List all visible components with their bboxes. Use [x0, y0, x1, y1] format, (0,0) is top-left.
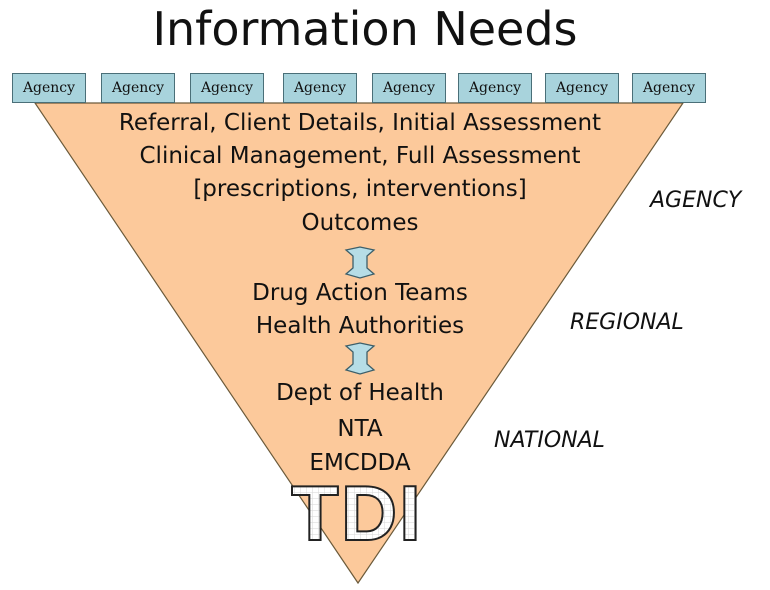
- level-label-national: NATIONAL: [494, 428, 605, 453]
- tdi-logo: TDI: [290, 474, 423, 548]
- agency-box: Agency: [283, 73, 357, 103]
- agency-box: Agency: [372, 73, 446, 103]
- national-line: Dept of Health: [276, 380, 444, 406]
- agency-box: Agency: [101, 73, 175, 103]
- svg-text:TDI: TDI: [291, 474, 423, 548]
- agency-line: Clinical Management, Full Assessment: [139, 143, 581, 169]
- double-arrow-icon: [344, 342, 376, 375]
- national-line: EMCDDA: [309, 450, 411, 476]
- page-title: Information Needs: [152, 2, 578, 56]
- agency-line: Outcomes: [301, 210, 419, 236]
- agency-box: Agency: [190, 73, 264, 103]
- regional-line: Health Authorities: [255, 313, 465, 339]
- agency-box: Agency: [12, 73, 86, 103]
- agency-box: Agency: [632, 73, 706, 103]
- agency-box: Agency: [458, 73, 532, 103]
- level-label-agency: AGENCY: [650, 188, 742, 213]
- agency-line: Referral, Client Details, Initial Assess…: [118, 110, 602, 136]
- double-arrow-icon: [344, 246, 376, 279]
- regional-line: Drug Action Teams: [252, 280, 468, 306]
- level-label-regional: REGIONAL: [570, 310, 684, 335]
- agency-line: [prescriptions, interventions]: [193, 176, 527, 202]
- national-line: NTA: [337, 416, 383, 442]
- agency-box: Agency: [545, 73, 619, 103]
